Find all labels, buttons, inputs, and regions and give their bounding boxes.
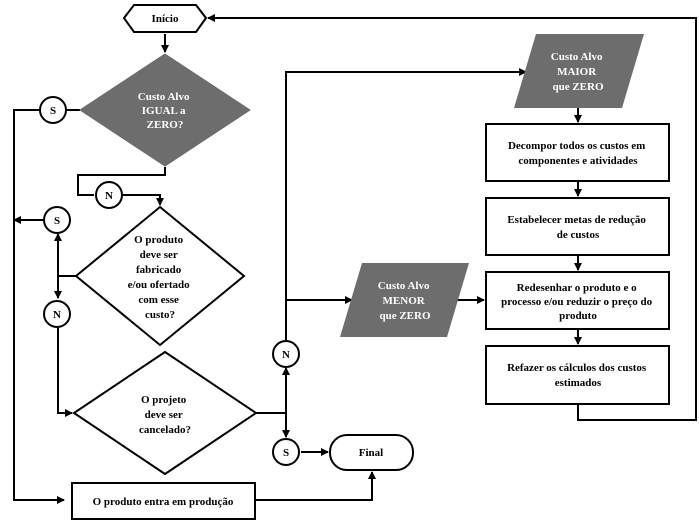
production-box: O produto entra em produção — [71, 482, 256, 520]
start-node: Início — [122, 4, 208, 33]
svg-text:N: N — [282, 349, 290, 361]
process-recalculate-label: Refazer os cálculos dos custos estimados — [507, 362, 649, 389]
decision-cancel-label: O projeto deve ser cancelado? — [139, 394, 191, 436]
svg-text:S: S — [54, 215, 60, 227]
edge-zero-n — [77, 167, 166, 196]
process-set-targets-label: Estabelecer metas de redução de custos — [507, 214, 648, 241]
target-greater-label: Custo Alvo MAIOR que ZERO — [551, 51, 605, 93]
start-label: Início — [152, 13, 179, 25]
svg-text:S: S — [50, 105, 56, 117]
process-redesign: Redesenhar o produto e o processo e/ou r… — [485, 271, 670, 330]
edge-n1-to-fab — [123, 194, 164, 206]
decision-cancel: O projeto deve ser cancelado? — [72, 350, 258, 476]
target-greater-node: Custo Alvo MAIOR que ZERO — [514, 34, 644, 108]
connector-n2: N — [43, 300, 71, 328]
decision-zero-label: Custo Alvo IGUAL a ZERO? — [138, 91, 192, 131]
connector-s1: S — [39, 96, 67, 124]
edge-n3-up — [285, 68, 527, 340]
process-decompose: Decompor todos os custos em componentes … — [485, 123, 670, 182]
process-recalculate: Refazer os cálculos dos custos estimados — [485, 345, 670, 405]
decision-fabricate-label: O produto deve ser fabricado e/ou oferta… — [128, 234, 193, 321]
production-label: O produto entra em produção — [93, 496, 234, 508]
connector-n1: N — [95, 181, 123, 209]
edges — [13, 14, 697, 504]
connector-s2: S — [43, 206, 71, 234]
connector-s3: S — [272, 438, 300, 466]
final-label: Final — [359, 447, 383, 459]
connector-n3: N — [272, 340, 300, 368]
process-redesign-label: Redesenhar o produto e o processo e/ou r… — [501, 282, 655, 322]
svg-text:S: S — [283, 447, 289, 459]
svg-text:N: N — [105, 190, 113, 202]
svg-text:N: N — [53, 309, 61, 321]
edge-prod-to-final — [256, 471, 376, 501]
decision-zero: Custo Alvo IGUAL a ZERO? — [79, 53, 251, 167]
target-less-label: Custo Alvo MENOR que ZERO — [378, 280, 432, 322]
final-node: Final — [329, 434, 414, 471]
edge-s1-left — [13, 109, 65, 504]
edge-box4-loop — [207, 14, 697, 421]
process-set-targets: Estabelecer metas de redução de custos — [485, 197, 670, 256]
edge-n2-to-cancel — [57, 328, 73, 417]
decision-fabricate: O produto deve ser fabricado e/ou oferta… — [74, 205, 246, 347]
process-decompose-label: Decompor todos os custos em componentes … — [508, 140, 648, 167]
target-less-node: Custo Alvo MENOR que ZERO — [340, 263, 469, 337]
